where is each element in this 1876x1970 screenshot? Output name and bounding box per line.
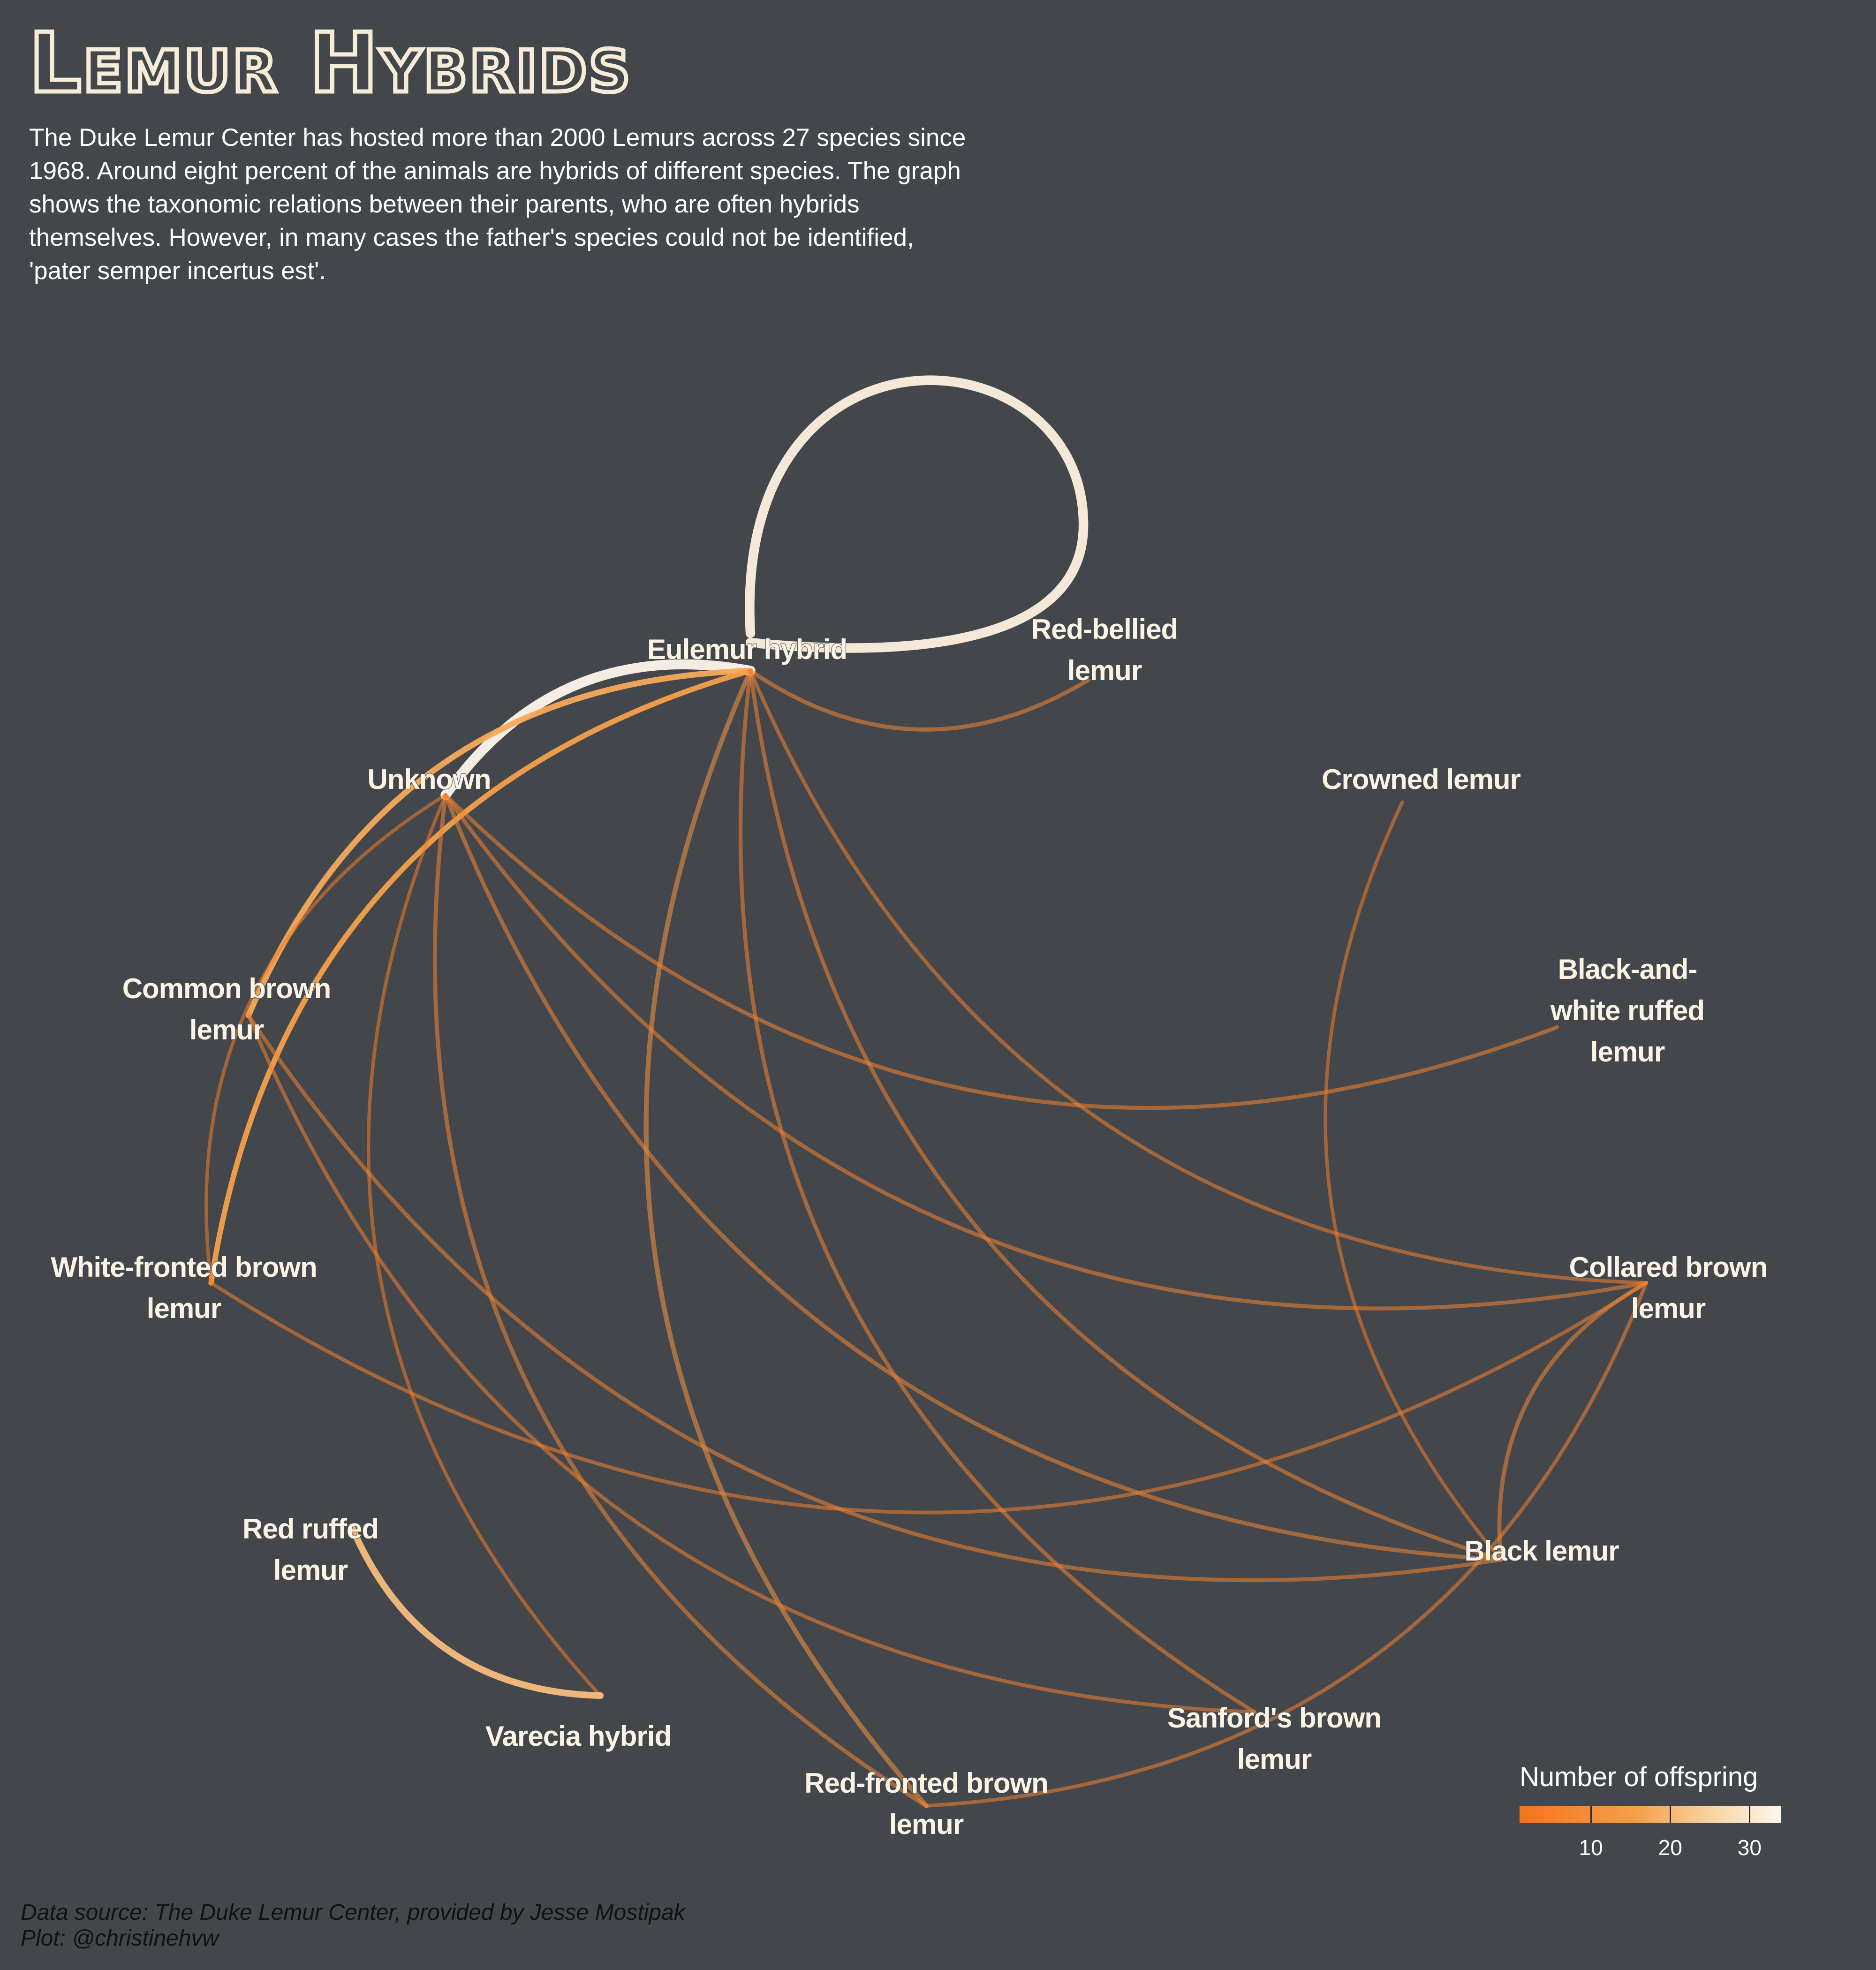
node-label-white-fronted: White-fronted brown [51, 1251, 317, 1283]
edge-unknown-black [443, 793, 1503, 1562]
chart-title: Lemur Hybrids [27, 16, 633, 111]
edge-eulemur_hybrid-red_fronted [643, 668, 929, 1809]
edge-white_fronted-collared_brown [209, 1281, 1648, 1515]
legend-title: Number of offspring [1520, 1762, 1758, 1792]
edge-eulemur_hybrid-common_brown [245, 667, 754, 1019]
node-label-bw-ruffed: lemur [1590, 1036, 1665, 1068]
node-label-red-bellied: lemur [1067, 655, 1142, 686]
edge-unknown-varecia_hybrid [367, 793, 602, 1697]
node-label-bw-ruffed: white ruffed [1550, 995, 1704, 1026]
node-label-common-brown: Common brown [122, 973, 331, 1004]
node-label-white-fronted: lemur [147, 1293, 221, 1324]
legend-tick-mark [1749, 1806, 1751, 1823]
legend-tick-mark [1590, 1806, 1592, 1823]
node-label-bw-ruffed: Black-and- [1558, 954, 1697, 985]
node-label-varecia-hybrid: Varecia hybrid [485, 1720, 671, 1752]
edge-collared_brown-black [1497, 1280, 1649, 1562]
node-label-red-ruffed: Red ruffed [242, 1513, 378, 1545]
edge-eulemur_hybrid-sanfords [738, 668, 1257, 1714]
node-label-sanfords: Sanford's brown [1167, 1702, 1381, 1734]
caption: Data source: The Duke Lemur Center, prov… [21, 1900, 685, 1951]
caption-source: Data source: The Duke Lemur Center, prov… [21, 1900, 685, 1925]
node-label-black: Black lemur [1464, 1535, 1619, 1567]
edge-unknown-bw_ruffed [443, 793, 1559, 1110]
node-label-collared-brown: lemur [1631, 1293, 1706, 1324]
edge-unknown-collared_brown [443, 793, 1649, 1311]
edge-red_fronted-collared_brown [924, 1281, 1648, 1808]
node-label-unknown: Unknown [368, 764, 491, 795]
edge-common_brown-sanfords [247, 1014, 1256, 1714]
edge-unknown-red_fronted [432, 793, 929, 1808]
node-label-common-brown: lemur [189, 1014, 264, 1046]
edge-layer [204, 375, 1649, 1809]
edge-eulemur_hybrid-white_fronted [208, 668, 753, 1286]
node-label-red-bellied: Red-bellied [1031, 614, 1178, 645]
legend-tick-label: 30 [1737, 1835, 1762, 1860]
legend-tick-label: 20 [1658, 1835, 1682, 1860]
node-label-eulemur-hybrid: Eulemur hybrid [647, 634, 847, 665]
node-label-red-fronted: lemur [889, 1809, 964, 1840]
edge-eulemur_hybrid-red_bellied [748, 668, 1090, 732]
edge-common_brown-black [246, 1013, 1503, 1583]
legend-tick-mark [1670, 1806, 1672, 1823]
caption-credit: Plot: @christinehvw [21, 1926, 219, 1951]
node-label-collared-brown: Collared brown [1569, 1251, 1768, 1283]
legend-tick-label: 10 [1579, 1835, 1603, 1860]
edge-red_ruffed-varecia_hybrid [348, 1523, 604, 1699]
node-label-crowned: Crowned lemur [1322, 764, 1520, 795]
node-label-red-ruffed: lemur [273, 1554, 348, 1586]
edge-crowned-black [1324, 800, 1503, 1561]
edge-eulemur_hybrid-unknown [440, 659, 756, 800]
edge-eulemur_hybrid-black [748, 668, 1503, 1562]
node-label-sanfords: lemur [1237, 1743, 1312, 1775]
chart-subtitle: The Duke Lemur Center has hosted more th… [29, 124, 966, 285]
edge-unknown-white_fronted [204, 793, 447, 1285]
edge-eulemur_hybrid-collared_brown [749, 669, 1648, 1285]
legend-colorbar [1520, 1806, 1781, 1823]
node-label-red-fronted: Red-fronted brown [804, 1767, 1048, 1799]
edge-eulemur_hybrid-eulemur_hybrid [745, 375, 1089, 653]
